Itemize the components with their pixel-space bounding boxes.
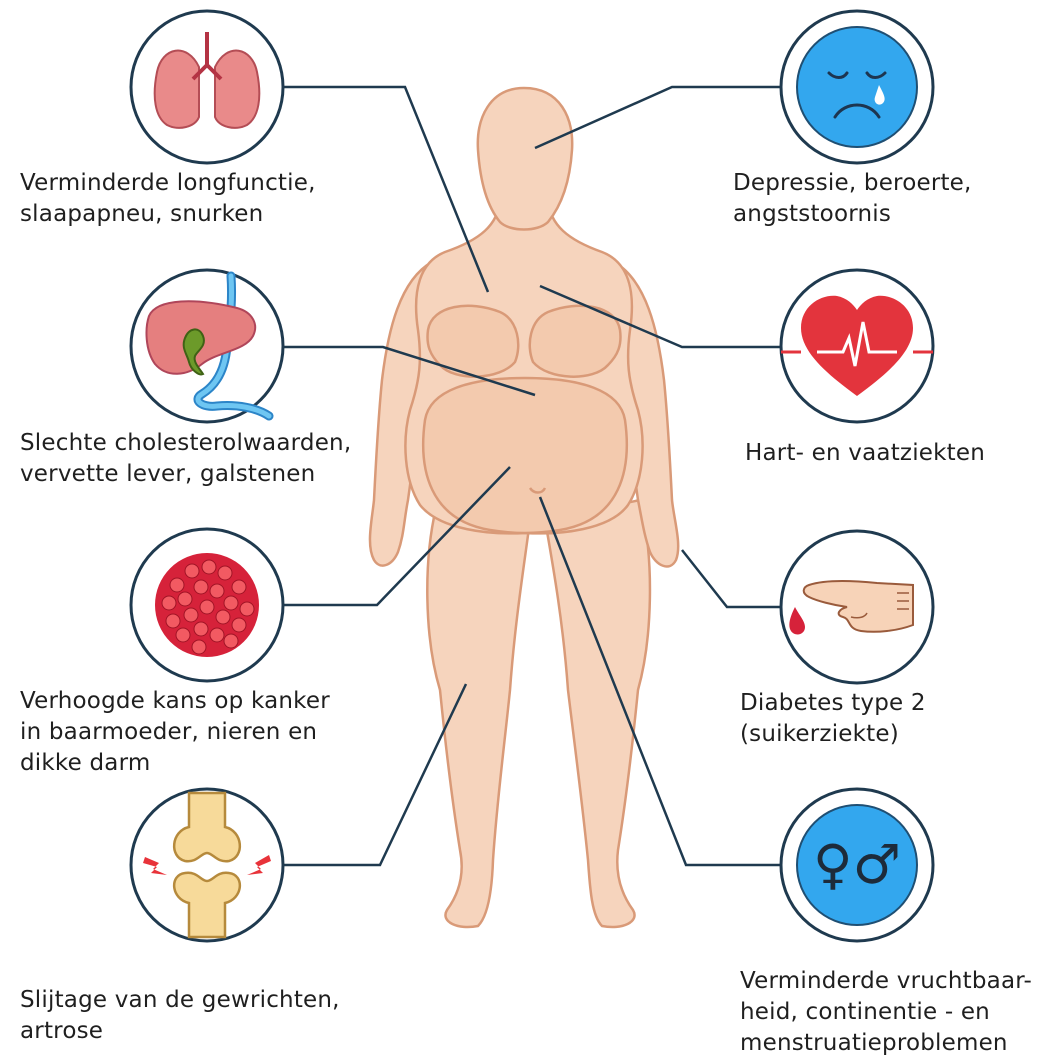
- diabetes-label-line: Diabetes type 2: [740, 688, 926, 719]
- depression-label-line: Depressie, beroerte,: [733, 168, 972, 199]
- joints-label-line: Slijtage van de gewrichten,: [20, 985, 340, 1016]
- body-figure: [370, 88, 678, 927]
- cells-icon: [131, 529, 283, 681]
- lungs-label-line: Verminderde longfunctie,: [20, 168, 316, 199]
- fertility-label-line: heid, continentie - en: [740, 997, 1032, 1028]
- depression-label: Depressie, beroerte, angststoornis: [733, 168, 972, 230]
- cancer-label-line: dikke darm: [20, 748, 330, 779]
- right-leg: [545, 500, 650, 927]
- liver-label-line: vervette lever, galstenen: [20, 459, 351, 490]
- cancer-label-line: Verhoogde kans op kanker: [20, 686, 330, 717]
- heartbeat-icon: [781, 270, 933, 422]
- finger-blood-drop-icon: [781, 531, 933, 683]
- head: [478, 88, 572, 230]
- belly: [423, 378, 627, 533]
- cancer-label: Verhoogde kans op kanker in baarmoeder, …: [20, 686, 330, 779]
- diabetes-label: Diabetes type 2 (suikerziekte): [740, 688, 926, 750]
- liver-label: Slechte cholesterolwaarden, vervette lev…: [20, 428, 351, 490]
- fertility-label: Verminderde vruchtbaar- heid, continenti…: [740, 966, 1032, 1059]
- liver-label-line: Slechte cholesterolwaarden,: [20, 428, 351, 459]
- depression-label-line: angststoornis: [733, 199, 972, 230]
- fertility-label-line: menstruatieproblemen: [740, 1028, 1032, 1059]
- gender-symbols-glyph: ♀♂: [813, 833, 901, 896]
- fertility-label-line: Verminderde vruchtbaar-: [740, 966, 1032, 997]
- connector-diabetes: [682, 550, 785, 607]
- lungs-label: Verminderde longfunctie, slaapapneu, snu…: [20, 168, 316, 230]
- liver-icon: [131, 270, 283, 422]
- diabetes-label-line: (suikerziekte): [740, 719, 926, 750]
- joints-label-line: artrose: [20, 1016, 340, 1047]
- lungs-label-line: slaapapneu, snurken: [20, 199, 316, 230]
- joints-label: Slijtage van de gewrichten, artrose: [20, 985, 340, 1047]
- heart-label-line: Hart- en vaatziekten: [745, 438, 985, 469]
- left-leg: [427, 500, 530, 927]
- gender-symbols-icon: ♀♂: [781, 789, 933, 941]
- cancer-label-line: in baarmoeder, nieren en: [20, 717, 330, 748]
- sad-face-icon: [781, 11, 933, 163]
- lungs-icon: [131, 11, 283, 163]
- knee-joint-icon: [131, 789, 283, 941]
- heart-label: Hart- en vaatziekten: [745, 438, 985, 469]
